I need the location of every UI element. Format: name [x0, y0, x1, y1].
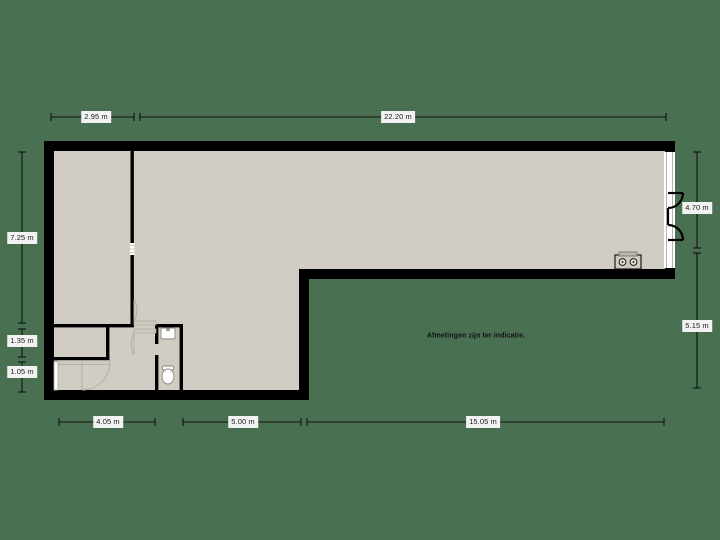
- glazing-panel: [664, 152, 675, 268]
- wall-closet-top: [54, 324, 134, 328]
- stove-backsplash: [618, 251, 638, 257]
- door-arc-bathroom: [130, 332, 135, 356]
- sink-bowl: [160, 327, 176, 340]
- wall-opening-hatch: [130, 243, 135, 255]
- door-hall-to-livingroom: [133, 298, 157, 326]
- wall-closet-bottom: [54, 357, 110, 361]
- exterior-walls: [44, 141, 675, 400]
- dimension-label-left-1: 7.25 m: [7, 232, 37, 244]
- door-leaf-bathroom: [133, 328, 157, 334]
- wall-bath-top: [155, 324, 183, 328]
- interior-walls: [54, 148, 183, 395]
- stove-burner-right-center: [632, 260, 635, 264]
- balcony-door-group: [664, 152, 685, 268]
- toilet-bowl: [161, 368, 175, 385]
- wall-outline: [44, 141, 675, 400]
- dimension-label-left-2: 1.35 m: [7, 335, 37, 347]
- dimension-label-right-1: 4.70 m: [682, 202, 712, 214]
- doors: [53, 298, 157, 391]
- stove-icon: [614, 251, 642, 270]
- sink-faucet: [166, 328, 170, 331]
- wall-partition-vertical-lower: [130, 255, 134, 325]
- door-swing-arc-upper: [667, 192, 685, 210]
- door-leaf-entry: [57, 360, 111, 365]
- dimension-label-top-1: 2.95 m: [81, 111, 111, 123]
- toilet-icon: [161, 365, 175, 385]
- door-arc-hall-room: [133, 298, 138, 322]
- wall-bath-left-lower: [155, 355, 159, 395]
- door-frame-entry: [53, 361, 59, 391]
- door-arc-entry: [81, 361, 111, 391]
- dimension-label-bottom-3: 15.05 m: [466, 416, 500, 428]
- bathroom-fixtures: [160, 327, 176, 385]
- dimension-chain-left: [18, 151, 26, 393]
- door-leaf-hall-room: [133, 320, 157, 326]
- dimension-chain-bottom: [58, 418, 665, 426]
- wall-partition-vertical-upper: [130, 148, 134, 243]
- door-swing-arc-lower: [667, 223, 685, 241]
- dimension-label-top-2: 22.20 m: [381, 111, 415, 123]
- disclaimer-note: Afmetingen zijn ter indicatie.: [426, 332, 526, 340]
- dimension-chain-top: [50, 113, 667, 121]
- wall-bath-left-upper: [155, 324, 159, 344]
- door-bathroom: [130, 328, 157, 356]
- dimension-label-bottom-2: 5.00 m: [228, 416, 258, 428]
- dimension-label-right-2: 5.15 m: [682, 320, 712, 332]
- dimension-label-bottom-1: 4.05 m: [93, 416, 123, 428]
- dimension-chain-right: [693, 151, 701, 389]
- wall-bath-right: [179, 324, 183, 395]
- stove-burner-left-center: [621, 260, 624, 264]
- wall-closet-right: [106, 324, 110, 360]
- door-entry: [53, 360, 111, 391]
- dimension-label-left-3: 1.05 m: [7, 366, 37, 378]
- sink-icon: [160, 327, 176, 340]
